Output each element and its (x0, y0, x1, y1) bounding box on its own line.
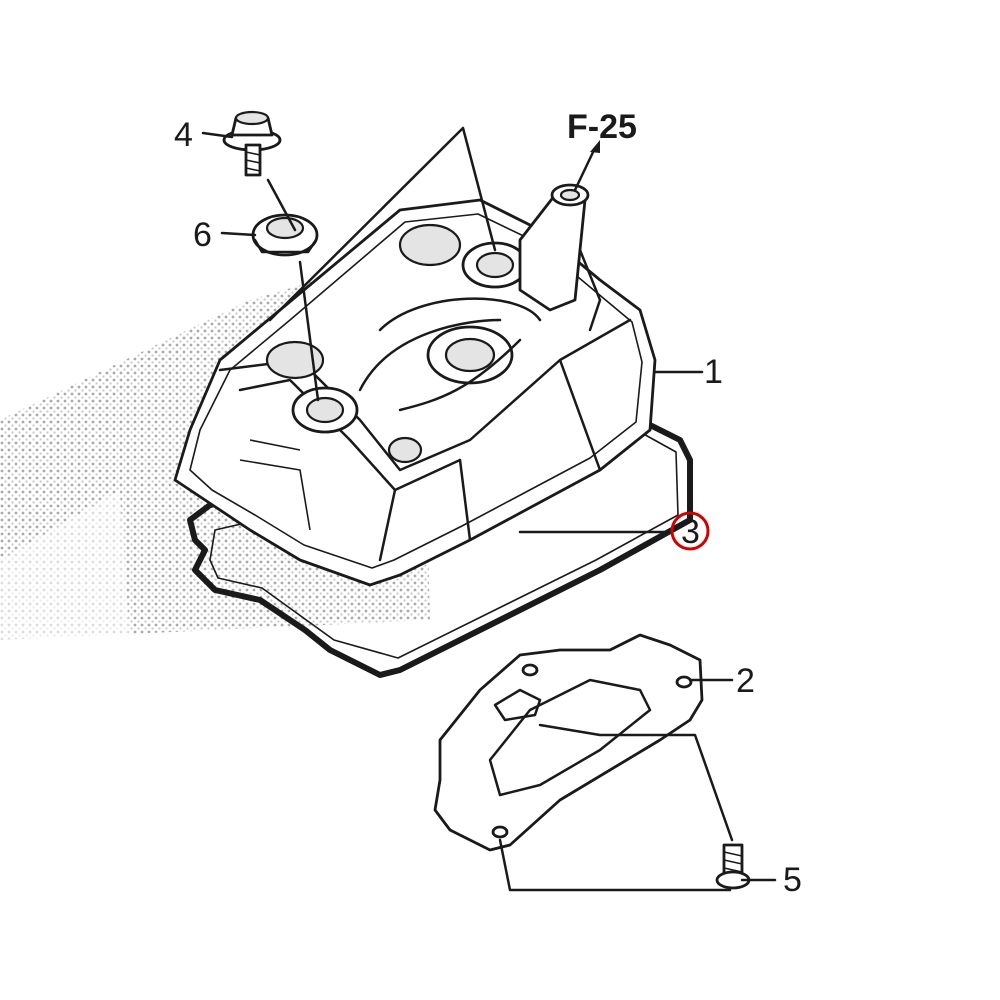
reference-label: F-25 (567, 108, 637, 146)
callout-1: 1 (704, 353, 723, 391)
callout-labels: F-25 4 6 1 3 2 5 (174, 108, 802, 899)
callout-2: 2 (736, 662, 755, 700)
head-cover-gasket (187, 417, 693, 678)
cylinder-head-cover (173, 183, 657, 587)
callout-4: 4 (174, 116, 193, 154)
callout-5: 5 (783, 861, 802, 899)
rubber-seal (251, 213, 319, 257)
callout-6: 6 (193, 216, 212, 254)
leader-lines (201, 126, 777, 892)
highlight-ring (670, 511, 710, 551)
flange-bolt (222, 110, 282, 177)
plate-bolt (715, 843, 751, 890)
breather-plate (433, 633, 704, 852)
callout-3: 3 (681, 513, 700, 551)
